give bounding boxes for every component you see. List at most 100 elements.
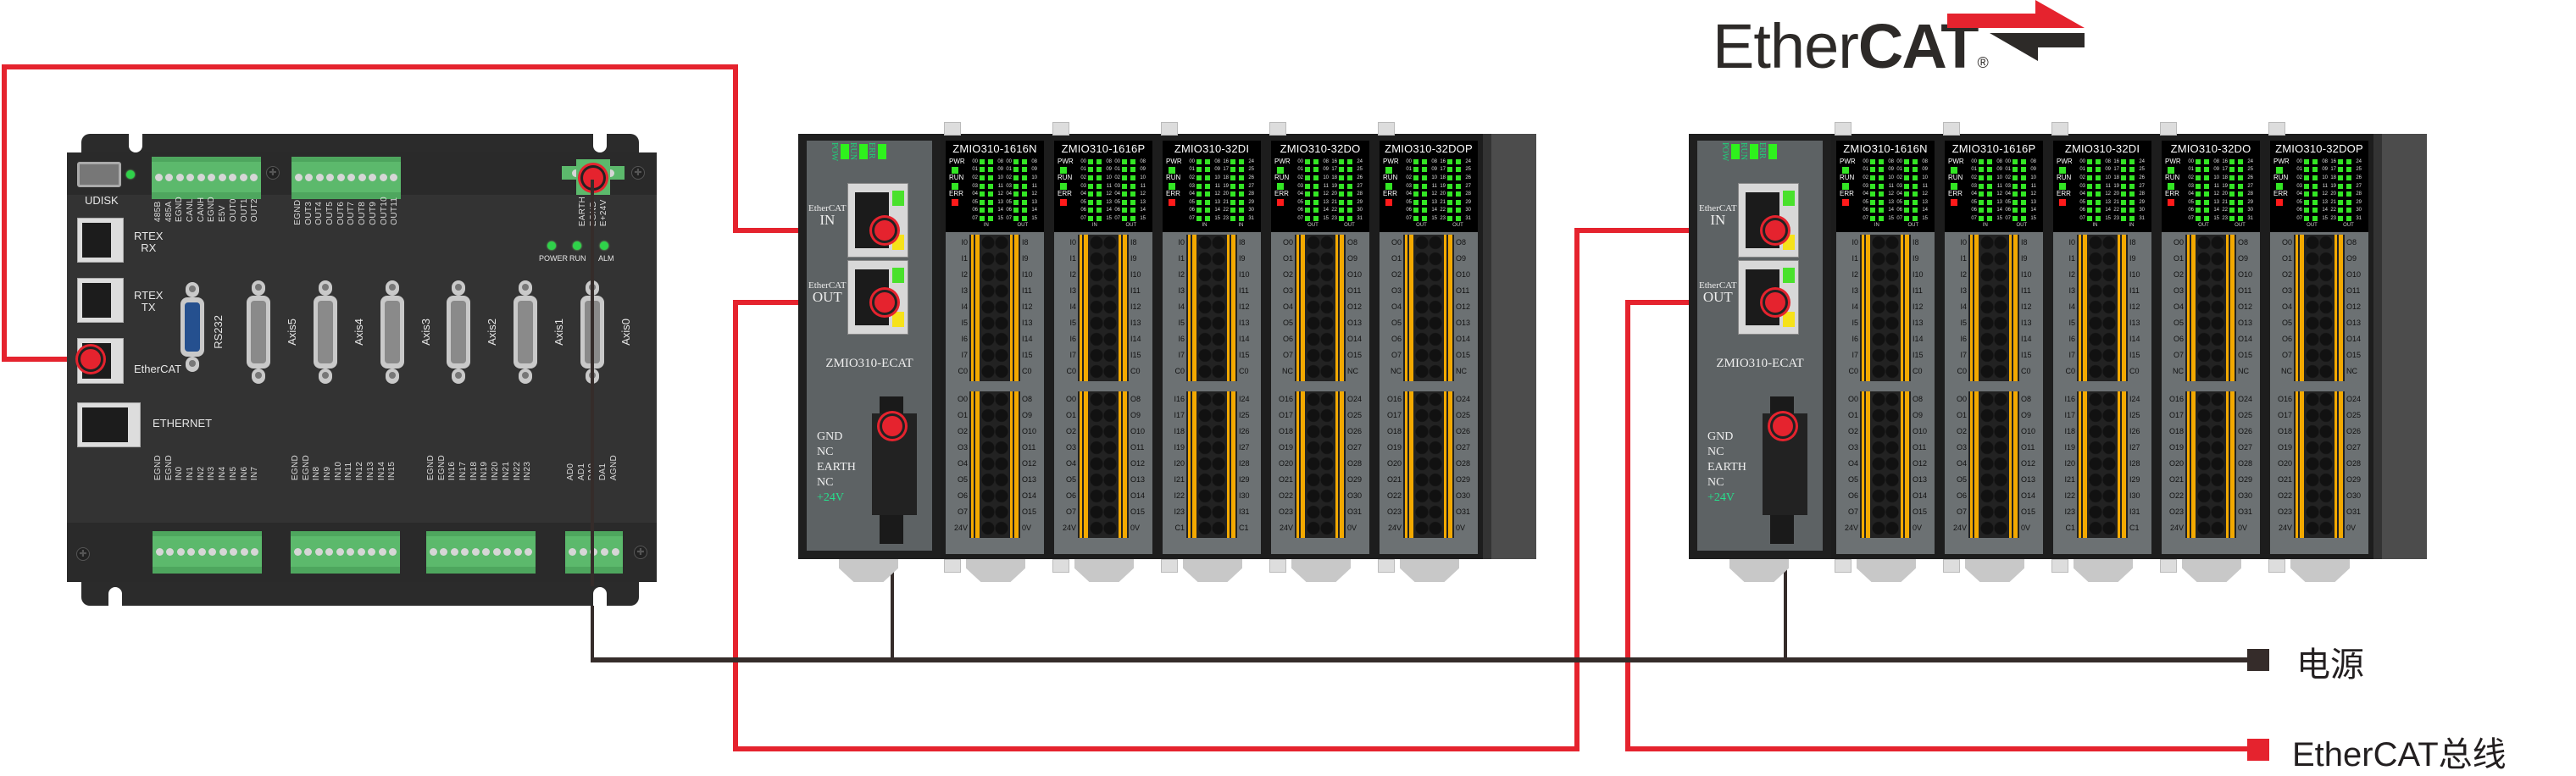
ethercat-in-port[interactable] [1738, 183, 1799, 258]
io-led [1088, 158, 1093, 164]
io-led [1088, 183, 1093, 189]
rs232-connector[interactable] [180, 282, 204, 372]
io-led-number: 21 [2330, 199, 2336, 205]
io-led [1987, 183, 1992, 189]
io-led-number: 15 [2030, 215, 2036, 221]
io-pin-label: O21 [1386, 475, 1402, 484]
terminal-pin-label: OUT10 [379, 197, 389, 225]
din-bottom-clip[interactable] [1161, 559, 1178, 573]
din-bottom-clip[interactable] [1378, 559, 1395, 573]
din-top-clip[interactable] [1161, 122, 1178, 136]
io-led [1870, 191, 1875, 197]
din-bottom-clip[interactable] [1943, 559, 1960, 573]
din-top-clip[interactable] [1378, 122, 1395, 136]
power-wire-segment [591, 657, 2251, 662]
io-led-number: 08 [2030, 158, 2036, 164]
io-led [1013, 199, 1019, 205]
io-led [1313, 175, 1319, 180]
din-bottom-clip[interactable] [2160, 559, 2177, 573]
io-terminal-block-upper[interactable] [1078, 235, 1129, 381]
io-terminal-block-upper[interactable] [1186, 235, 1237, 381]
axis-connector[interactable] [447, 280, 470, 384]
io-terminal-block-upper[interactable] [1295, 235, 1346, 381]
top-terminal-block-1[interactable] [152, 157, 261, 199]
ethercat-out-port[interactable] [847, 260, 908, 335]
axis-connector[interactable] [514, 280, 537, 384]
io-led-number: 17 [1331, 167, 1337, 173]
din-top-clip[interactable] [1269, 122, 1286, 136]
io-terminal-block-upper[interactable] [2294, 235, 2345, 381]
io-terminal-block-lower[interactable] [2077, 391, 2128, 538]
io-terminal-block-lower[interactable] [2185, 391, 2236, 538]
din-top-clip[interactable] [2160, 122, 2177, 136]
io-terminal-block-upper[interactable] [2185, 235, 2236, 381]
ethercat-wire-segment [1574, 228, 1778, 233]
io-led [1313, 167, 1319, 173]
io-terminal-block-lower[interactable] [1403, 391, 1454, 538]
io-led [1879, 191, 1884, 197]
din-bottom-clip[interactable] [1835, 559, 1852, 573]
rtex-rx-port[interactable] [77, 218, 124, 263]
din-top-clip[interactable] [1835, 122, 1852, 136]
io-terminal-block-upper[interactable] [1860, 235, 1911, 381]
io-led [1422, 215, 1427, 221]
io-terminal-block-lower[interactable] [2294, 391, 2345, 538]
module-status-led [1842, 183, 1849, 190]
io-terminal-block-upper[interactable] [969, 235, 1020, 381]
io-led-number: 08 [2213, 158, 2219, 164]
io-led-number: 22 [1223, 208, 1229, 213]
din-bottom-clip[interactable] [1052, 559, 1069, 573]
io-led [1413, 175, 1418, 180]
din-top-clip[interactable] [1052, 122, 1069, 136]
io-terminal-block-upper[interactable] [1403, 235, 1454, 381]
module-status-label: ERR [1840, 190, 1854, 197]
io-terminal-block-lower[interactable] [1295, 391, 1346, 538]
din-top-clip[interactable] [2051, 122, 2068, 136]
module-status-label: RUN [1274, 174, 1290, 181]
rtex-tx-port[interactable] [77, 278, 124, 323]
io-led-number: 04 [2296, 191, 2302, 197]
bottom-terminal-block-1[interactable] [153, 531, 262, 574]
bottom-terminal-block-4[interactable] [565, 531, 623, 574]
io-terminal-block-lower[interactable] [1186, 391, 1237, 538]
terminal-holes [1872, 235, 1899, 381]
din-top-clip[interactable] [944, 122, 961, 136]
io-led [1096, 158, 1102, 164]
din-top-clip[interactable] [2268, 122, 2285, 136]
io-led-number: 31 [2247, 215, 2253, 221]
din-bottom-clip[interactable] [2051, 559, 2068, 573]
ethercat-in-port[interactable] [847, 183, 908, 258]
terminal-screw-icon [305, 173, 314, 181]
io-led-number: 03 [1863, 183, 1868, 189]
ethernet-port[interactable] [77, 402, 141, 447]
axis-connector[interactable] [380, 280, 404, 384]
head-status-led [878, 144, 886, 159]
io-led-number: 04 [1896, 191, 1902, 197]
axis-connector[interactable] [314, 280, 337, 384]
io-led [2229, 208, 2235, 213]
din-top-clip[interactable] [1943, 122, 1960, 136]
io-terminal-block-upper[interactable] [1968, 235, 2019, 381]
top-terminal-block-2[interactable] [291, 157, 401, 199]
io-terminal-block-lower[interactable] [969, 391, 1020, 538]
axis-connector[interactable] [247, 280, 270, 384]
io-led [1913, 183, 1918, 189]
legend-ethercat-marker [2247, 739, 2269, 761]
din-bottom-clip[interactable] [1269, 559, 1286, 573]
din-bottom-clip[interactable] [944, 559, 961, 573]
io-led-number: 11 [2213, 183, 2219, 189]
io-terminal-block-lower[interactable] [1968, 391, 2019, 538]
bottom-terminal-block-3[interactable] [426, 531, 536, 574]
io-led [1122, 183, 1127, 189]
io-terminal-block-lower[interactable] [1078, 391, 1129, 538]
bottom-terminal-block-2[interactable] [291, 531, 400, 574]
io-led-number: 05 [1406, 199, 1412, 205]
io-terminal-block-lower[interactable] [1860, 391, 1911, 538]
io-led-number: 00 [1189, 158, 1195, 164]
module-status-led [1951, 183, 1957, 190]
usb-port[interactable] [77, 162, 121, 187]
din-bottom-clip[interactable] [2268, 559, 2285, 573]
io-terminal-block-upper[interactable] [2077, 235, 2128, 381]
